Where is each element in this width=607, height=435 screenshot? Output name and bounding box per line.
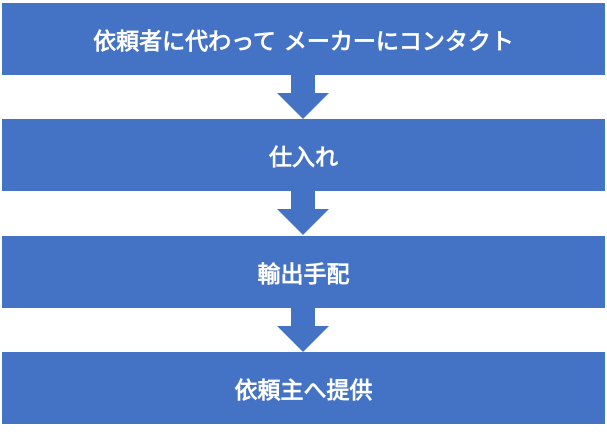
flow-step-label: 依頼者に代わって メーカーにコンタクト [93, 29, 514, 55]
flow-step-contact-maker: 依頼者に代わって メーカーにコンタクト [2, 3, 605, 75]
down-arrow-icon [277, 75, 329, 119]
down-arrow-icon [277, 191, 329, 235]
flow-step-purchase: 仕入れ [2, 119, 605, 191]
flow-step-export-arrangement: 輸出手配 [2, 236, 605, 308]
flow-step-deliver-to-client: 依頼主へ提供 [2, 352, 605, 424]
down-arrow-icon [277, 308, 329, 352]
flow-step-label: 仕入れ [269, 145, 338, 171]
flow-step-label: 依頼主へ提供 [234, 378, 373, 404]
flow-step-label: 輸出手配 [257, 262, 350, 288]
